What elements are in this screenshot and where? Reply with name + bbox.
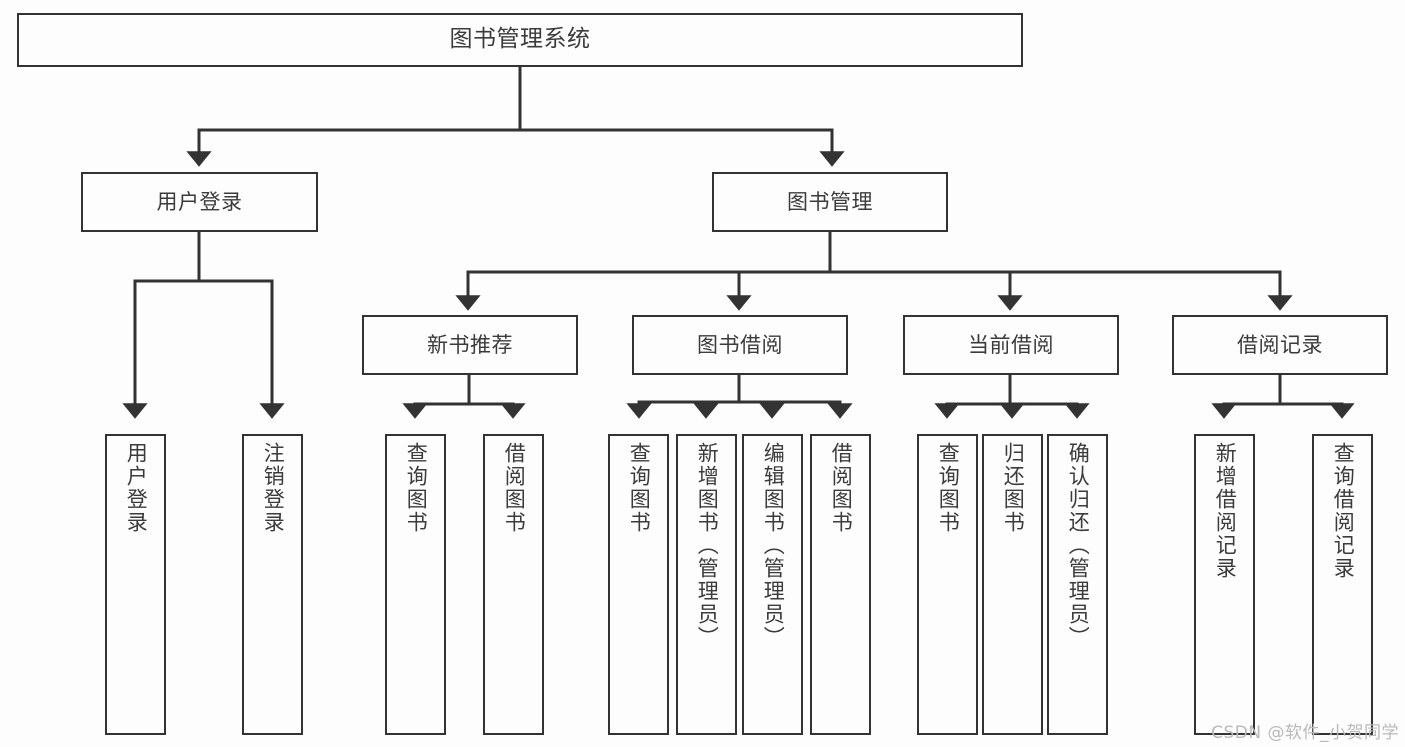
leaf-confirm-return[interactable]: 确认归还（管理员） bbox=[1047, 434, 1108, 735]
node-current-borrow[interactable]: 当前借阅 bbox=[903, 315, 1119, 375]
leaf-query-record-label: 查询借阅记录 bbox=[1331, 442, 1356, 580]
leaf-logout-login[interactable]: 注销登录 bbox=[242, 434, 303, 735]
leaf-borrow-book-1[interactable]: 借阅图书 bbox=[483, 434, 544, 735]
leaf-return-book[interactable]: 归还图书 bbox=[982, 434, 1043, 735]
leaf-add-book[interactable]: 新增图书（管理员） bbox=[676, 434, 737, 735]
leaf-user-login-label: 用户登录 bbox=[124, 442, 149, 534]
leaf-borrow-book-1-label: 借阅图书 bbox=[502, 442, 527, 534]
leaf-query-record[interactable]: 查询借阅记录 bbox=[1312, 434, 1373, 735]
node-user-login[interactable]: 用户登录 bbox=[81, 172, 318, 232]
node-root-label: 图书管理系统 bbox=[449, 26, 591, 53]
node-book-management-label: 图书管理 bbox=[787, 189, 873, 214]
node-borrow-record[interactable]: 借阅记录 bbox=[1172, 315, 1388, 375]
leaf-query-book-2-label: 查询图书 bbox=[627, 442, 652, 534]
leaf-query-book-2[interactable]: 查询图书 bbox=[608, 434, 669, 735]
node-new-book-recommend-label: 新书推荐 bbox=[427, 332, 513, 357]
leaf-edit-book-label: 编辑图书（管理员） bbox=[761, 442, 786, 649]
node-borrow-record-label: 借阅记录 bbox=[1237, 332, 1323, 357]
leaf-query-book-1[interactable]: 查询图书 bbox=[385, 434, 446, 735]
node-root[interactable]: 图书管理系统 bbox=[17, 13, 1023, 67]
node-user-login-label: 用户登录 bbox=[156, 189, 243, 214]
leaf-user-login[interactable]: 用户登录 bbox=[105, 434, 166, 735]
node-current-borrow-label: 当前借阅 bbox=[968, 332, 1054, 357]
leaf-edit-book[interactable]: 编辑图书（管理员） bbox=[742, 434, 803, 735]
csdn-watermark: CSDN @软件_小贺同学 bbox=[1211, 723, 1399, 743]
leaf-add-record[interactable]: 新增借阅记录 bbox=[1194, 434, 1255, 735]
node-book-borrow[interactable]: 图书借阅 bbox=[632, 315, 848, 375]
leaf-borrow-book-2[interactable]: 借阅图书 bbox=[810, 434, 871, 735]
node-book-management[interactable]: 图书管理 bbox=[712, 172, 948, 232]
leaf-query-book-3-label: 查询图书 bbox=[936, 442, 961, 534]
leaf-borrow-book-2-label: 借阅图书 bbox=[829, 442, 854, 534]
node-new-book-recommend[interactable]: 新书推荐 bbox=[362, 315, 578, 375]
leaf-confirm-return-label: 确认归还（管理员） bbox=[1066, 442, 1091, 649]
node-book-borrow-label: 图书借阅 bbox=[697, 332, 783, 357]
leaf-return-book-label: 归还图书 bbox=[1001, 442, 1026, 534]
leaf-logout-login-label: 注销登录 bbox=[261, 442, 286, 534]
leaf-query-book-3[interactable]: 查询图书 bbox=[917, 434, 978, 735]
leaf-add-record-label: 新增借阅记录 bbox=[1213, 442, 1238, 580]
leaf-add-book-label: 新增图书（管理员） bbox=[695, 442, 720, 649]
leaf-query-book-1-label: 查询图书 bbox=[404, 442, 429, 534]
